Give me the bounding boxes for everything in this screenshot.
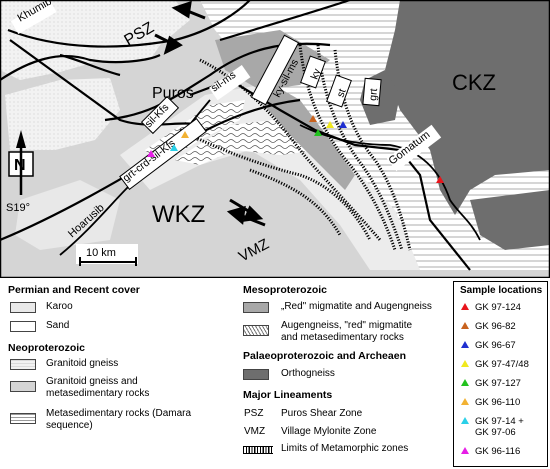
sample-marker-gk97-47-48 [326, 121, 334, 128]
swatch-metasedimentary [10, 413, 36, 424]
sample-triangle-icon [461, 303, 469, 310]
map-label-wkz: WKZ [152, 201, 205, 228]
geological-map: Khumib PSZ Puros sil-ms ky-sil-ms ky st … [0, 0, 550, 278]
legend-karoo: Karoo [46, 301, 73, 312]
sample-row: GK 97-124 [461, 302, 521, 313]
legend-granitoid-meta-1: Granitoid gneiss and [46, 376, 138, 387]
swatch-augengneiss [243, 325, 269, 336]
sample-row: GK 97-14 + [461, 416, 524, 427]
label-box-ky [300, 55, 326, 89]
label-box-sil-kfs [140, 95, 180, 135]
legend-augengneiss-1: Augengneiss, "red" migmatite [281, 320, 413, 331]
sample-label: GK 97-47/48 [475, 359, 529, 370]
map-label-grt: grt [367, 88, 380, 101]
legend-palaeo-header: Palaeoproterozoic and Archeaen [243, 350, 406, 362]
sample-label: GK 96-110 [475, 397, 521, 408]
map-label-ky: ky [309, 66, 324, 81]
karoo-patch [15, 180, 120, 250]
legend-major-header: Major Lineaments [243, 389, 333, 401]
legend-sand: Sand [46, 320, 70, 331]
sample-triangle-icon [461, 360, 469, 367]
label-box-khumib [10, 0, 57, 35]
label-box-gomatum [386, 124, 442, 172]
swatch-granitoid-gneiss [10, 359, 36, 370]
gomatum-river [299, 124, 481, 241]
label-box-grt [362, 77, 382, 107]
map-label-puros: Puros [152, 85, 194, 102]
legend-neoprot-header: Neoproterozoic [8, 342, 86, 354]
label-box-ky-sil-ms [250, 34, 300, 106]
sample-label: GK 96-67 [475, 340, 516, 351]
legend-orthogneiss: Orthogneiss [281, 368, 335, 379]
legend-granitoid-meta-2: metasedimentary rocks [46, 388, 150, 399]
sample-row: GK 97-127 [461, 378, 521, 389]
legend-limits: Limits of Metamorphic zones [281, 443, 409, 454]
north-label: N [14, 157, 26, 174]
sample-markers [147, 115, 444, 183]
orthogneiss-patch [470, 190, 550, 250]
scale-label: 10 km [86, 247, 116, 259]
sample-label: GK 96-116 [475, 446, 521, 457]
legend-psz-name: Puros Shear Zone [281, 408, 363, 419]
swatch-orthogneiss [243, 369, 269, 380]
legend-vmz-name: Village Mylonite Zone [281, 426, 377, 437]
legend-psz-abbr: PSZ [244, 408, 264, 419]
red-migmatite-zone [260, 80, 355, 190]
legend-permian-header: Permian and Recent cover [8, 284, 140, 296]
sample-row: GK 96-110 [461, 397, 520, 408]
sample-row: GK 96-67 [461, 340, 516, 351]
swatch-zone-limits [243, 446, 273, 454]
legend-metased-2: sequence) [46, 420, 93, 431]
sample-row: GK 96-82 [461, 321, 516, 332]
sample-row-continued: GK 97-06 [475, 427, 516, 438]
sample-locations-title: Sample locations [460, 285, 543, 296]
sample-locations-box: Sample locations GK 97-124 GK 96-82 GK 96-… [453, 281, 548, 467]
legend-metased-1: Metasedimentary rocks (Damara [46, 408, 192, 419]
map-label-ckz: CKZ [452, 70, 496, 95]
sample-marker-gk96-116 [147, 150, 155, 157]
legend: Permian and Recent cover Karoo Sand Neop… [0, 278, 550, 469]
sample-marker-gk96-82 [309, 115, 317, 122]
sample-triangle-icon [461, 341, 469, 348]
orthogneiss-ckz [385, 0, 550, 215]
swatch-sand [10, 321, 36, 332]
sample-triangle-icon [461, 379, 469, 386]
sample-row: GK 96-116 [461, 446, 520, 457]
legend-vmz-abbr: VMZ [244, 426, 266, 437]
sample-triangle-icon [461, 417, 469, 424]
sample-marker-gk97-124 [436, 176, 444, 183]
sample-triangle-icon [461, 398, 469, 405]
sample-label: GK 97-127 [475, 378, 521, 389]
swatch-granitoid-meta [10, 381, 36, 392]
map-label-latitude: S19° [6, 202, 30, 214]
label-box-st [326, 74, 352, 108]
scale-bar: 10 km [76, 244, 138, 266]
sample-row: GK 97-47/48 [461, 359, 529, 370]
sample-label: GK 97-124 [475, 302, 521, 313]
swatch-karoo [10, 302, 36, 313]
legend-mesoprot-header: Mesoproterozoic [243, 284, 328, 296]
sample-marker-gk97-127 [314, 129, 322, 136]
sample-label: GK 96-82 [475, 321, 516, 332]
shear-sense-arrows [154, 0, 266, 227]
label-box-sil-ms [209, 64, 251, 101]
legend-red-migmatite: „Red" migmatite and Augengneiss [281, 301, 432, 312]
granitoid-gneiss-patch [5, 78, 120, 150]
swatch-red-migmatite [243, 302, 269, 313]
sample-marker-gk96-67 [339, 121, 347, 128]
legend-granitoid-gneiss: Granitoid gneiss [46, 358, 119, 369]
map-label-st: st [335, 87, 349, 99]
sample-label: GK 97-14 + [475, 416, 524, 427]
sample-marker-gk96-110 [181, 131, 189, 138]
sample-triangle-icon [461, 447, 469, 454]
north-arrow: N [8, 130, 34, 195]
legend-augengneiss-2: and metasedimentary rocks [281, 332, 404, 343]
sample-triangle-icon [461, 322, 469, 329]
sample-marker-gk97-14 [170, 144, 178, 151]
